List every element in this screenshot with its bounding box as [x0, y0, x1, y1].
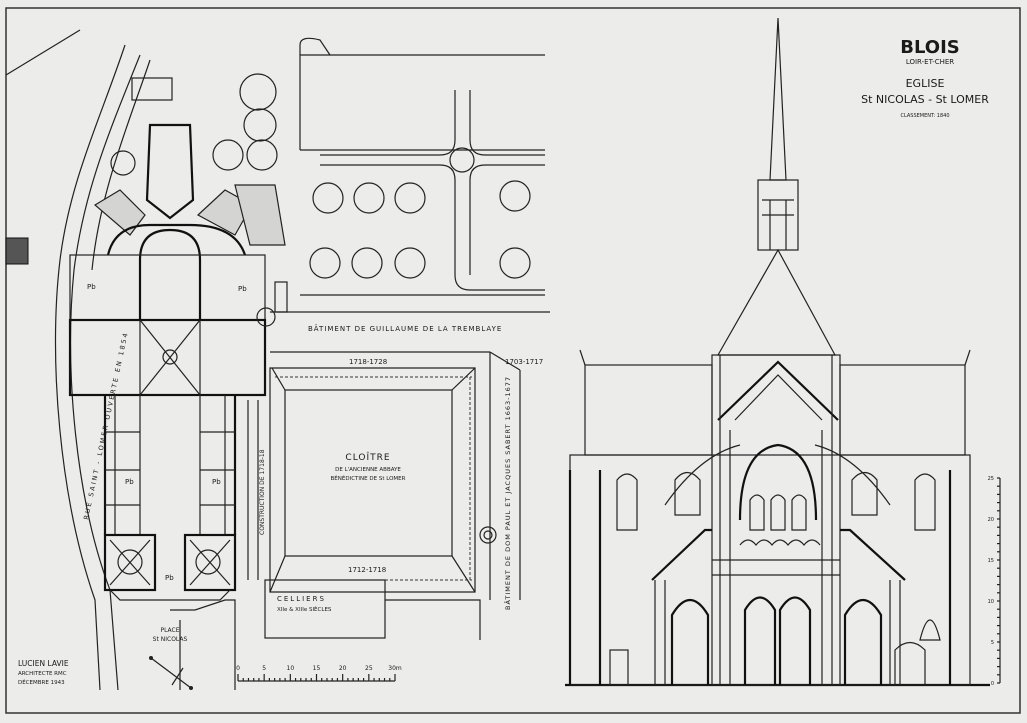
cellars-sub: XIIe & XIIIe SIÈCLES	[277, 605, 332, 613]
square-label-2: St NICOLAS	[153, 636, 188, 643]
label-date-northeast: 1703-1717	[505, 358, 543, 366]
author-role: ARCHITECTE RMC	[18, 671, 67, 677]
scale-tick-label: 10	[988, 599, 994, 605]
scale-tick-label: 15	[988, 558, 994, 564]
scale-tick-label: 25	[365, 665, 373, 672]
title-building: EGLISE	[906, 77, 945, 90]
north-arrow-icon	[149, 656, 193, 690]
site-plan: Pb Pb Pb Pb Pb BÂTIMENT DE GUILLAUME DE …	[54, 37, 550, 691]
scale-tick-label: 10	[287, 665, 295, 672]
title-department: LOIR-ET-CHER	[906, 58, 954, 66]
celliers	[264, 579, 386, 639]
scale-tick-label: 30m	[388, 665, 402, 672]
label-building-west: CONSTRUCTION DE 1718-18	[259, 449, 266, 535]
scale-tick-label: 25	[988, 476, 994, 482]
title-church-name: St NICOLAS - St LOMER	[861, 93, 989, 106]
garden	[110, 37, 545, 313]
cloister-sub2: BÉNÉDICTINE DE St LOMER	[331, 474, 406, 482]
scale-tick-label: 0	[236, 665, 240, 672]
pb-label: Pb	[165, 574, 174, 582]
scale-tick-label: 5	[991, 640, 994, 646]
transept	[68, 318, 267, 397]
square-label: PLACE	[160, 627, 179, 634]
author-name: LUCIEN LAVIE	[18, 659, 69, 668]
label-date-north: 1718-1728	[349, 358, 387, 366]
scale-tick-label: 20	[988, 517, 994, 523]
cloister-sub1: DE L'ANCIENNE ABBAYE	[335, 467, 401, 473]
cellars-title: CELLIERS	[277, 595, 326, 603]
scale-tick-label: 20	[339, 665, 347, 672]
pb-label: Pb	[87, 283, 96, 291]
pb-label: Pb	[125, 478, 134, 486]
street-edge-west	[54, 44, 126, 691]
scale-tick-label: 0	[991, 681, 994, 687]
title-city: BLOIS	[900, 37, 960, 58]
label-building-east: BÂTIMENT DE DOM PAUL ET JACQUES SABERT 1…	[503, 376, 512, 610]
edge-mark	[5, 237, 29, 265]
church-plan: Pb Pb Pb Pb Pb	[68, 77, 286, 601]
author-date: DÉCEMBRE 1943	[18, 678, 65, 686]
cloister-title: CLOÎTRE	[345, 451, 390, 463]
label-date-south: 1712-1718	[348, 566, 386, 574]
label-building-north: BÂTIMENT DE GUILLAUME DE LA TREMBLAYE	[308, 324, 502, 333]
title-classification: CLASSEMENT: 1840	[900, 113, 949, 119]
west-tower-north	[103, 533, 157, 592]
sheet-border	[5, 7, 1021, 714]
scale-tick-label: 5	[262, 665, 266, 672]
scale-tick-label: 15	[313, 665, 321, 672]
pb-label: Pb	[212, 478, 221, 486]
title-block: BLOIS LOIR-ET-CHER EGLISE St NICOLAS - S…	[861, 37, 989, 119]
west-tower-south	[183, 533, 237, 592]
cloister-plan: BÂTIMENT DE GUILLAUME DE LA TREMBLAYE 17…	[247, 311, 550, 640]
section-elevation: 25 20 15 10 5 0	[565, 17, 1001, 687]
windows	[616, 471, 936, 531]
plan-scale-bar: 0 5 10 15 20 25 30m	[236, 665, 402, 682]
pb-label: Pb	[238, 285, 247, 293]
